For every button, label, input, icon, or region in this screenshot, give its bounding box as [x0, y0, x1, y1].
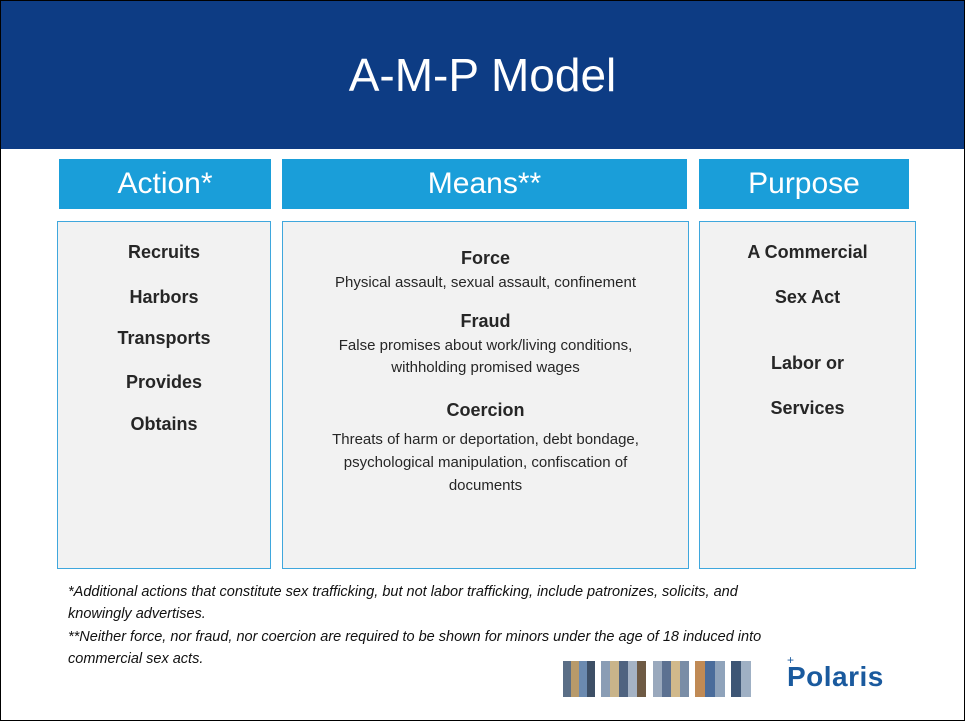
means-coercion-desc: psychological manipulation, confiscation…	[343, 454, 628, 471]
nwmc-letter-m	[653, 661, 689, 697]
nwmc-letter-n	[563, 661, 595, 697]
nwmc-letter-c2	[731, 661, 751, 697]
purpose-item: A Commercial	[747, 242, 868, 262]
purpose-item: Services	[770, 398, 845, 418]
means-box: Force Physical assault, sexual assault, …	[282, 221, 689, 569]
action-item: Recruits	[127, 242, 201, 262]
means-fraud-desc: False promises about work/living conditi…	[338, 337, 633, 354]
nwmc-logo	[563, 661, 751, 697]
footnote-2: **Neither force, nor fraud, nor coercion…	[68, 626, 928, 670]
action-item: Harbors	[129, 287, 199, 307]
action-item: Provides	[125, 372, 203, 392]
means-fraud-desc: withholding promised wages	[391, 359, 580, 376]
purpose-header-label: Purpose	[748, 167, 860, 200]
nwmc-letter-c	[695, 661, 725, 697]
polaris-logo: Polaris	[787, 661, 884, 692]
footnote-1-line: *Additional actions that constitute sex …	[68, 584, 738, 600]
purpose-item: Labor or	[770, 353, 844, 373]
action-header-label: Action*	[117, 167, 213, 200]
means-header: Means**	[282, 159, 687, 209]
means-force-heading: Force	[460, 248, 511, 268]
footnote-2-line: **Neither force, nor fraud, nor coercion…	[68, 629, 762, 645]
footnote-2-line: commercial sex acts.	[68, 651, 204, 667]
means-coercion-desc: Threats of harm or deportation, debt bon…	[332, 431, 639, 448]
footnote-1: *Additional actions that constitute sex …	[68, 581, 928, 625]
footnote-1-line: knowingly advertises.	[68, 606, 206, 622]
action-item: Obtains	[130, 414, 198, 434]
purpose-item: Sex Act	[774, 287, 841, 307]
title-band: A-M-P Model	[1, 1, 964, 149]
action-item: Transports	[117, 328, 211, 348]
nwmc-letter-w	[601, 661, 646, 697]
action-header: Action*	[59, 159, 271, 209]
means-force-desc: Physical assault, sexual assault, confin…	[335, 274, 636, 291]
means-coercion-heading: Coercion	[446, 400, 525, 420]
action-box: Recruits Harbors Transports Provides Obt…	[57, 221, 271, 569]
means-coercion-desc: documents	[448, 477, 523, 494]
means-header-label: Means**	[427, 167, 542, 200]
means-fraud-heading: Fraud	[460, 311, 511, 331]
polaris-star-icon: +	[787, 653, 795, 667]
purpose-header: Purpose	[699, 159, 909, 209]
slide-title: A-M-P Model	[348, 49, 617, 101]
purpose-box: A Commercial Sex Act Labor or Services	[699, 221, 916, 569]
